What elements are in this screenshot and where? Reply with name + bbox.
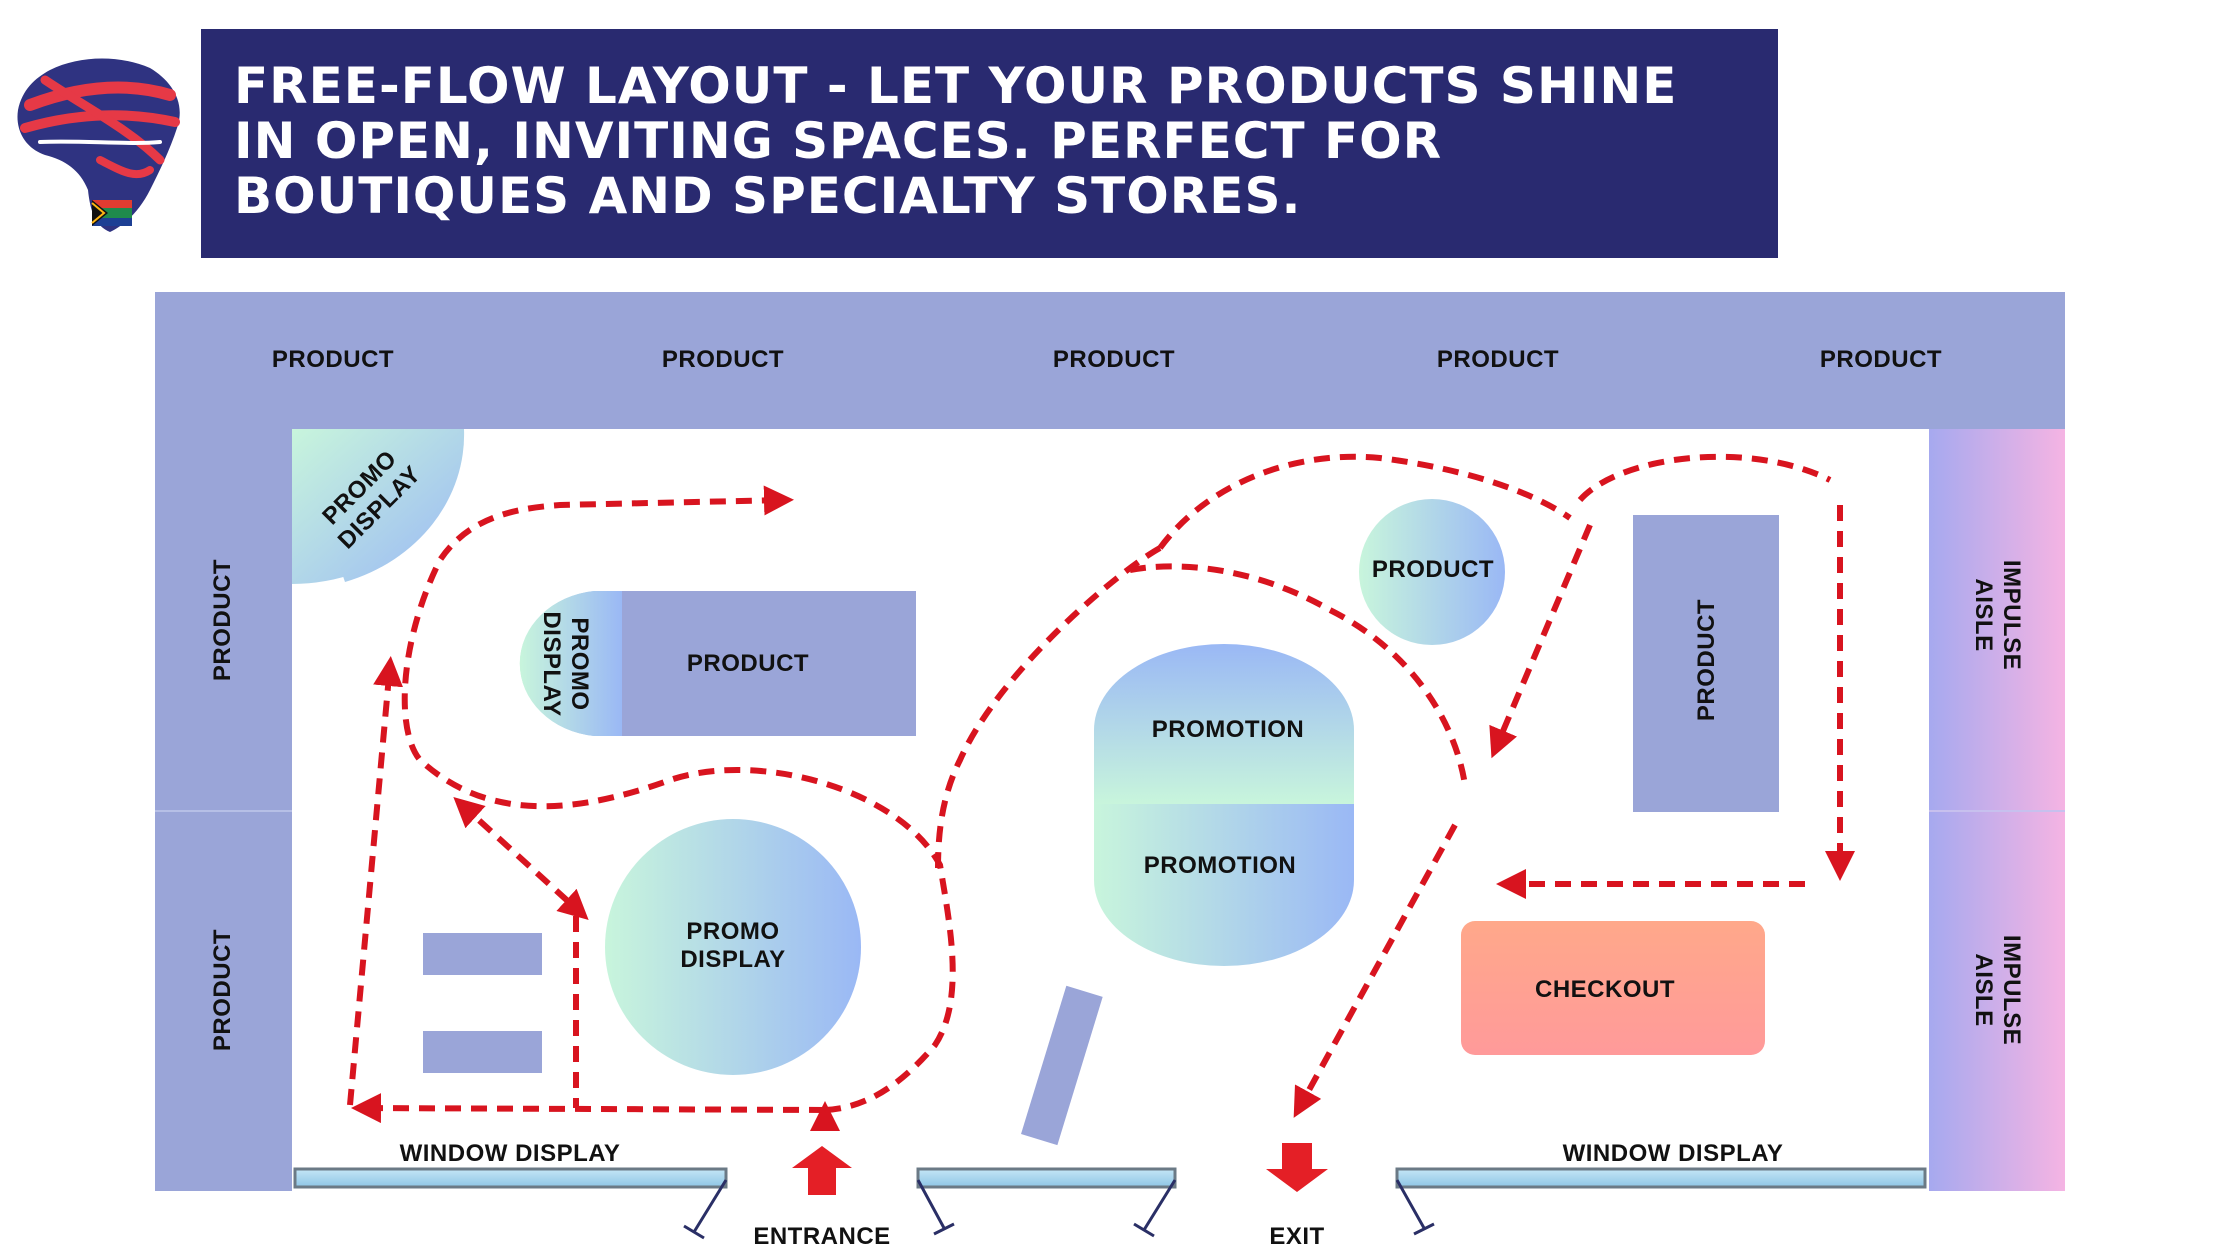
- left-product-label-upper: PRODUCT: [209, 558, 236, 682]
- window-display-right: [1395, 1167, 1927, 1236]
- flag-icon: [91, 200, 132, 226]
- window-display-middle: [916, 1167, 1177, 1238]
- promo-display-endcap-label: PROMO DISPLAY: [538, 611, 593, 717]
- top-product-label-2: PRODUCT: [661, 346, 785, 373]
- africa-map-logo: [17, 58, 180, 232]
- tall-product-label: PRODUCT: [1693, 598, 1720, 722]
- promotion-bottom-label: PROMOTION: [1143, 852, 1297, 879]
- left-product-label-lower: PRODUCT: [209, 928, 236, 1052]
- tilted-shelf: [1021, 985, 1103, 1146]
- customer-flow-paths: [347, 453, 1855, 1131]
- product-circle: [1359, 499, 1505, 645]
- top-product-label-3: PRODUCT: [1052, 346, 1176, 373]
- left-product-wall-upper: [155, 429, 292, 811]
- title-banner: FREE-FLOW LAYOUT - LET YOUR PRODUCTS SHI…: [201, 29, 1778, 258]
- window-display-left-label: WINDOW DISPLAY: [399, 1140, 621, 1167]
- exit-arrow-icon: [1266, 1143, 1328, 1192]
- product-circle-label: PRODUCT: [1371, 556, 1495, 583]
- promotion-bottom: [1094, 804, 1354, 966]
- entrance-arrow-icon: [792, 1146, 852, 1195]
- entrance-label: ENTRANCE: [753, 1223, 891, 1250]
- promotion-top: [1094, 644, 1354, 804]
- tall-product-shelf: [1633, 515, 1779, 812]
- impulse-aisle-label-lower: IMPULSE AISLE: [1970, 934, 2025, 1046]
- top-product-label-4: PRODUCT: [1436, 346, 1560, 373]
- impulse-aisle-upper: [1929, 429, 2065, 811]
- center-product-label: PRODUCT: [686, 650, 810, 677]
- window-display-right-label: WINDOW DISPLAY: [1562, 1140, 1784, 1167]
- promo-display-circle: [605, 819, 861, 1075]
- top-product-label-5: PRODUCT: [1819, 346, 1943, 373]
- impulse-aisle-label-upper: IMPULSE AISLE: [1970, 559, 2025, 671]
- checkout-label: CHECKOUT: [1535, 976, 1675, 1003]
- promotion-top-label: PROMOTION: [1151, 716, 1305, 743]
- small-shelf-2: [423, 1031, 542, 1073]
- left-product-wall-lower: [155, 811, 292, 1191]
- window-display-left: [293, 1167, 728, 1240]
- top-product-wall: [155, 292, 2065, 429]
- checkout-counter: [1461, 921, 1765, 1055]
- small-shelf-1: [423, 933, 542, 975]
- center-product-shelf: [622, 591, 916, 736]
- page-title: FREE-FLOW LAYOUT - LET YOUR PRODUCTS SHI…: [234, 57, 1678, 225]
- top-product-label-1: PRODUCT: [271, 346, 395, 373]
- promo-display-circle-label: PROMO DISPLAY: [680, 918, 786, 973]
- impulse-aisle-lower: [1929, 811, 2065, 1191]
- exit-label: EXIT: [1269, 1223, 1325, 1250]
